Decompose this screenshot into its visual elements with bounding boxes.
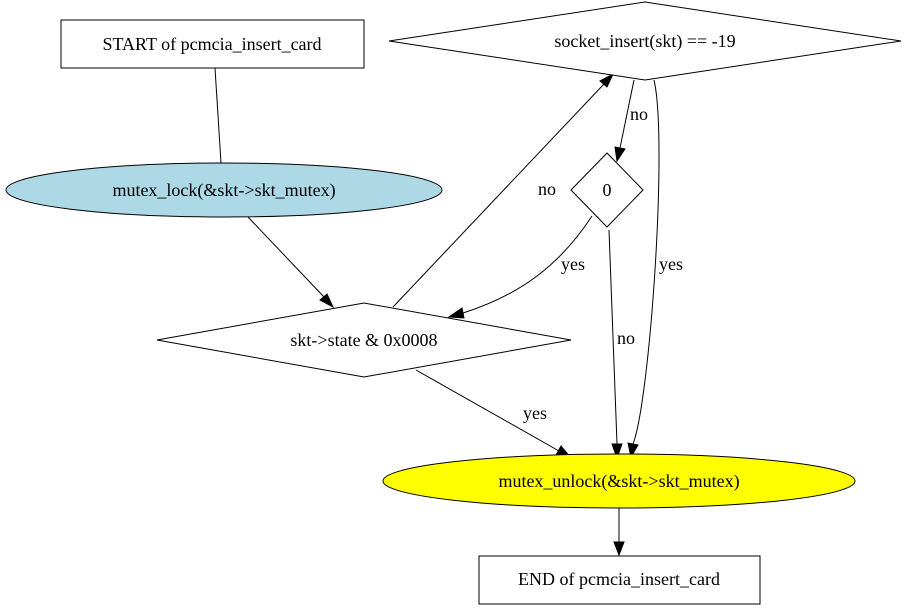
edge-zero-to-state	[447, 215, 593, 319]
mutex-unlock-ellipse	[382, 453, 856, 509]
mutex-lock-ellipse	[5, 162, 443, 218]
node-socket-insert: socket_insert(skt) == -19	[388, 1, 902, 81]
node-start: START of pcmcia_insert_card	[60, 19, 365, 69]
edge-label-zero-to-unlock: no	[617, 328, 635, 348]
edge-start-to-lock	[214, 67, 227, 178]
node-start-label: START of pcmcia_insert_card	[102, 34, 321, 54]
node-state-check-label: skt->state & 0x0008	[290, 330, 437, 350]
node-end-label: END of pcmcia_insert_card	[518, 569, 720, 589]
edge-label-zero-to-state: yes	[561, 254, 585, 274]
node-zero: 0	[570, 152, 644, 228]
edge-zero-to-unlock	[608, 229, 623, 460]
edge-lock-to-state	[247, 216, 335, 309]
node-mutex-lock: mutex_lock(&skt->skt_mutex)	[5, 162, 443, 218]
edge-label-state-to-socket: no	[538, 179, 556, 199]
node-zero-label: 0	[603, 180, 612, 200]
edge-label-state-to-unlock: yes	[523, 403, 547, 423]
edge-state-to-unlock	[415, 369, 573, 459]
edge-label-socket-to-zero: no	[630, 104, 648, 124]
edge-state-to-socket	[392, 72, 615, 308]
node-end: END of pcmcia_insert_card	[478, 555, 761, 605]
edge-socket-to-unlock	[627, 79, 660, 459]
edge-label-socket-to-unlock: yes	[659, 254, 683, 274]
node-mutex-unlock-label: mutex_unlock(&skt->skt_mutex)	[498, 471, 739, 492]
node-mutex-unlock: mutex_unlock(&skt->skt_mutex)	[382, 453, 856, 509]
edge-socket-to-zero	[614, 79, 635, 163]
node-state-check: skt->state & 0x0008	[156, 302, 572, 378]
node-socket-insert-label: socket_insert(skt) == -19	[554, 31, 735, 52]
node-mutex-lock-label: mutex_lock(&skt->skt_mutex)	[112, 180, 335, 201]
edge-unlock-to-end	[613, 508, 625, 557]
